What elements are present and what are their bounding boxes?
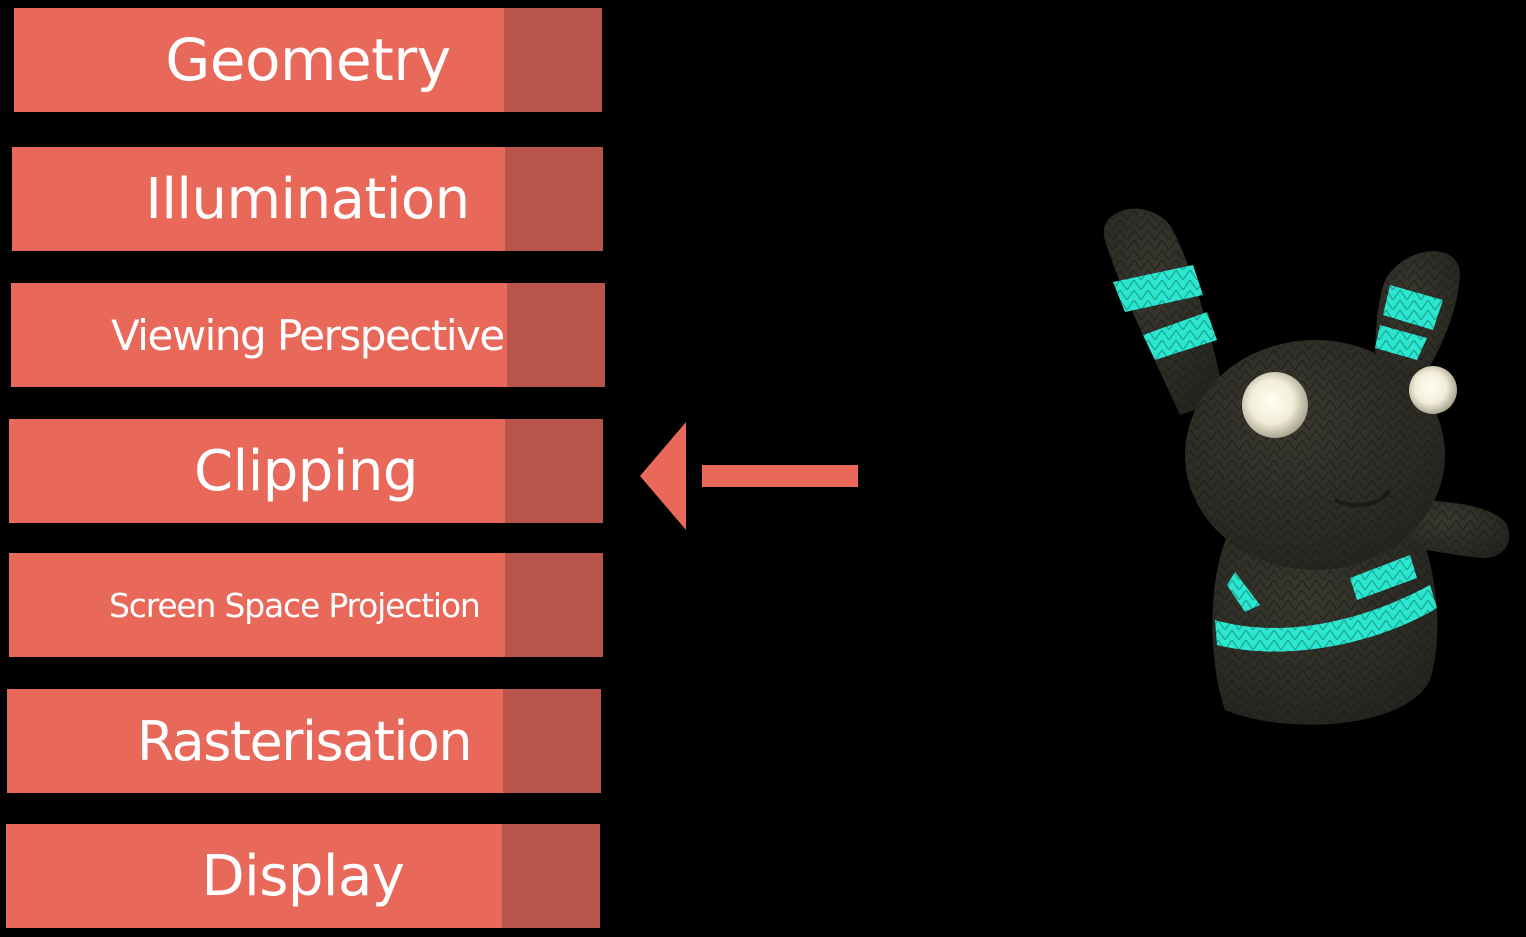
stage-geometry: Geometry bbox=[14, 8, 602, 112]
head bbox=[1185, 340, 1445, 570]
left-eye bbox=[1242, 372, 1308, 438]
stage-shade bbox=[504, 8, 602, 112]
left-ear bbox=[1103, 208, 1225, 415]
stage-display: Display bbox=[6, 824, 600, 928]
arrow-shaft bbox=[702, 465, 858, 487]
stage-viewing-perspective: Viewing Perspective bbox=[11, 283, 605, 387]
body bbox=[1212, 530, 1438, 725]
right-ear bbox=[1375, 251, 1460, 400]
left-arrow-icon bbox=[640, 422, 858, 530]
stage-label: Clipping bbox=[194, 438, 418, 504]
stage-label: Rasterisation bbox=[136, 709, 473, 773]
stage-shade bbox=[503, 689, 601, 793]
knitted-bunny-mascot bbox=[1103, 208, 1510, 725]
stage-clipping: Clipping bbox=[9, 419, 603, 523]
right-arm bbox=[1400, 500, 1510, 559]
arrow-head bbox=[640, 422, 686, 530]
stage-screen-space-projection: Screen Space Projection bbox=[9, 553, 603, 657]
stage-label: Screen Space Projection bbox=[109, 585, 481, 625]
stage-shade bbox=[505, 419, 603, 523]
stage-shade bbox=[507, 283, 605, 387]
stage-shade bbox=[502, 824, 600, 928]
stage-label: Viewing Perspective bbox=[111, 310, 505, 360]
stage-label: Display bbox=[201, 843, 405, 909]
stage-shade bbox=[505, 147, 603, 251]
stage-shade bbox=[505, 553, 603, 657]
stage-illumination: Illumination bbox=[12, 147, 603, 251]
stage-label: Geometry bbox=[165, 26, 451, 94]
stage-rasterisation: Rasterisation bbox=[7, 689, 601, 793]
stage-label: Illumination bbox=[145, 166, 470, 232]
right-eye bbox=[1409, 366, 1457, 414]
